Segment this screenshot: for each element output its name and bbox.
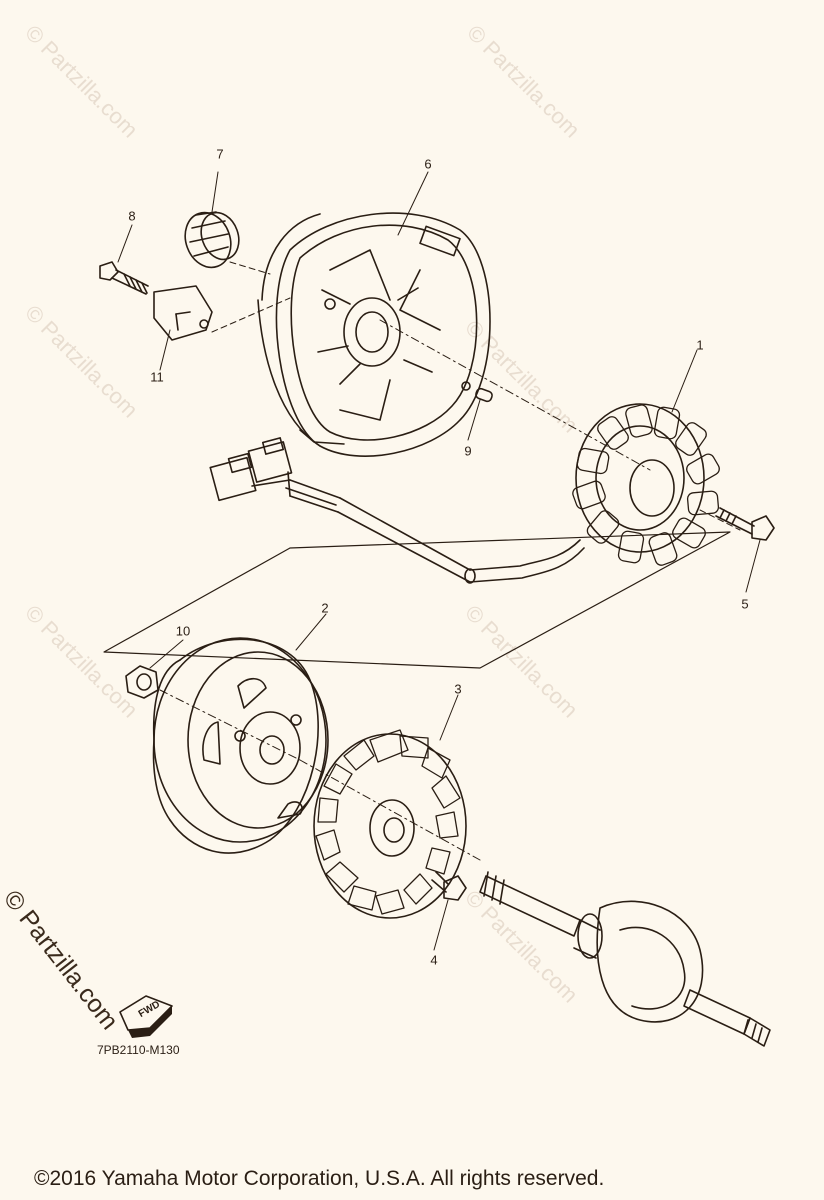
part-2-flywheel [152, 637, 329, 854]
copyright-notice: ©2016 Yamaha Motor Corporation, U.S.A. A… [34, 1167, 605, 1190]
callout-6: 6 [424, 156, 432, 172]
part-11-clamp [153, 285, 213, 341]
callout-2: 2 [321, 600, 329, 616]
part-4-bolt [431, 871, 467, 901]
crankshaft [479, 871, 771, 1047]
part-6-stator-cover [257, 212, 491, 457]
part-10-nut [125, 665, 159, 699]
callout-8: 8 [128, 208, 136, 224]
callout-10: 10 [175, 623, 191, 639]
part-8-bolt [99, 261, 149, 295]
callout-7: 7 [216, 146, 224, 162]
diagram-code: 7PB2110-M130 [97, 1043, 180, 1057]
callout-5: 5 [741, 596, 749, 612]
fwd-arrow-icon [119, 995, 173, 1038]
part-3-cooling-fan [313, 729, 467, 919]
callout-11: 11 [150, 369, 164, 385]
part-1-stator-coil [209, 403, 720, 584]
callout-1: 1 [696, 337, 704, 353]
callout-4: 4 [430, 952, 438, 968]
part-7-plug [184, 211, 240, 269]
callout-9: 9 [464, 443, 472, 459]
part-5-bolt [715, 507, 775, 541]
part-9-dowel-pin [475, 387, 493, 403]
callout-3: 3 [454, 681, 462, 697]
